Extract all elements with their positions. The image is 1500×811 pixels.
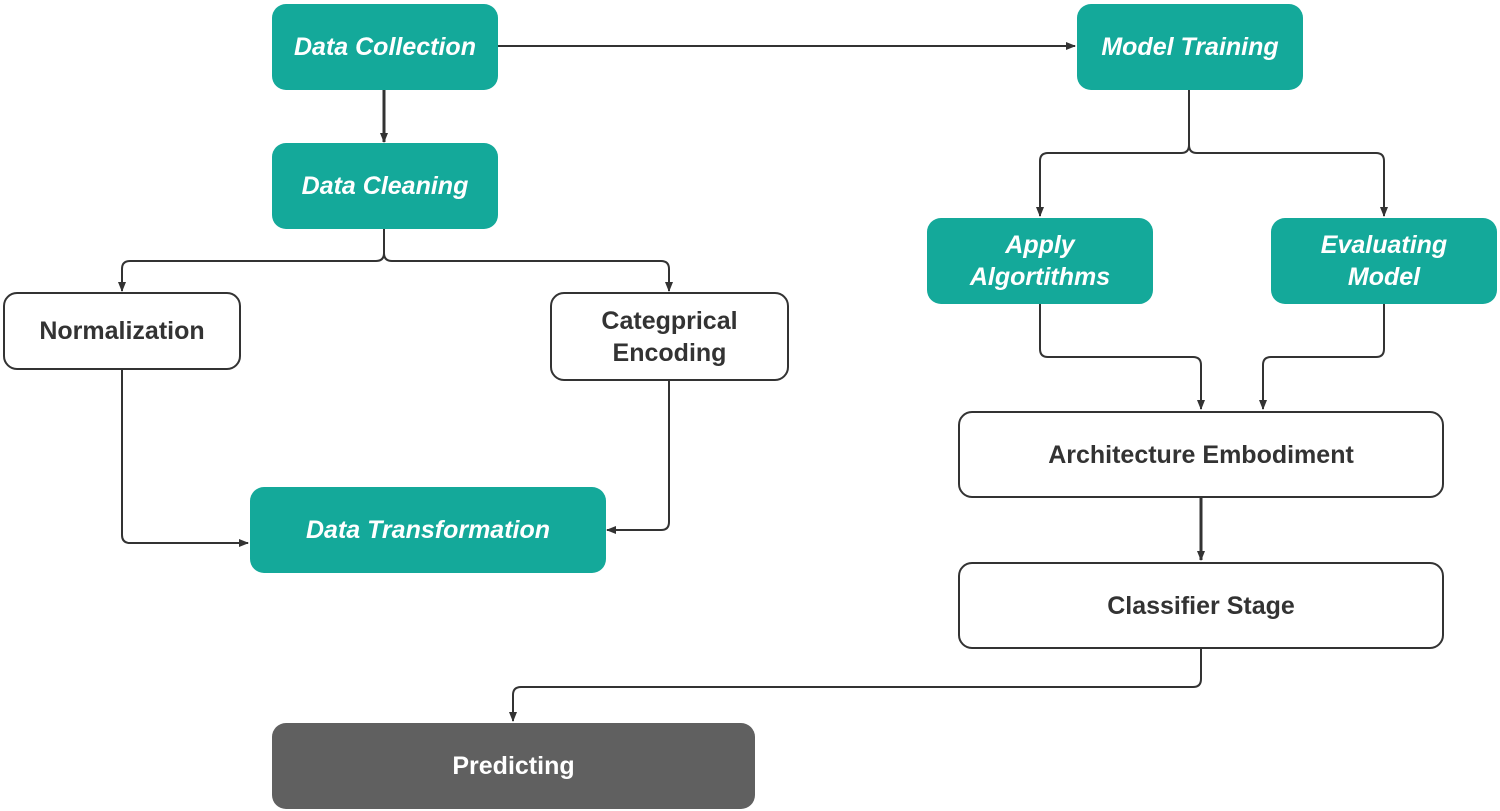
evaluating-model-label: Evaluating Model	[1320, 231, 1448, 291]
edge-apply-algorithms-to-architecture-embodiment	[1039, 304, 1205, 410]
apply-algorithms-label: Apply Algortithms	[969, 231, 1111, 291]
edge-model-training-to-apply-algorithms	[1036, 90, 1190, 217]
edge-model-training-to-evaluating-model	[1188, 144, 1388, 217]
edge-data-cleaning-to-categorical-encoding	[383, 252, 673, 292]
data-collection-node: Data Collection	[272, 4, 498, 90]
data-transformation-label: Data Transformation	[305, 516, 551, 544]
categorical-encoding-label: Categprical Encoding	[601, 306, 738, 367]
edge-normalization-to-data-transformation	[121, 370, 249, 547]
apply-algorithms-node: Apply Algortithms	[927, 218, 1153, 304]
edge-categorical-encoding-to-data-transformation	[606, 381, 670, 534]
normalization-node: Normalization	[3, 292, 241, 370]
data-transformation-node: Data Transformation	[250, 487, 606, 573]
architecture-embodiment-label: Architecture Embodiment	[1048, 440, 1354, 469]
categorical-encoding-node: Categprical Encoding	[550, 292, 789, 381]
normalization-label: Normalization	[39, 317, 205, 345]
architecture-embodiment-node: Architecture Embodiment	[958, 411, 1444, 498]
predicting-node: Predicting	[272, 723, 755, 809]
edge-classifier-stage-to-predicting	[509, 649, 1202, 722]
classifier-stage-node: Classifier Stage	[958, 562, 1444, 649]
data-collection-label: Data Collection	[294, 33, 476, 61]
data-cleaning-label: Data Cleaning	[301, 172, 469, 200]
classifier-stage-label: Classifier Stage	[1107, 591, 1295, 620]
evaluating-model-node: Evaluating Model	[1271, 218, 1497, 304]
model-training-node: Model Training	[1077, 4, 1303, 90]
data-cleaning-node: Data Cleaning	[272, 143, 498, 229]
edge-evaluating-model-to-architecture-embodiment	[1259, 304, 1385, 410]
edge-data-cleaning-to-normalization	[118, 229, 385, 292]
predicting-label: Predicting	[452, 752, 575, 780]
model-training-label: Model Training	[1101, 33, 1279, 61]
